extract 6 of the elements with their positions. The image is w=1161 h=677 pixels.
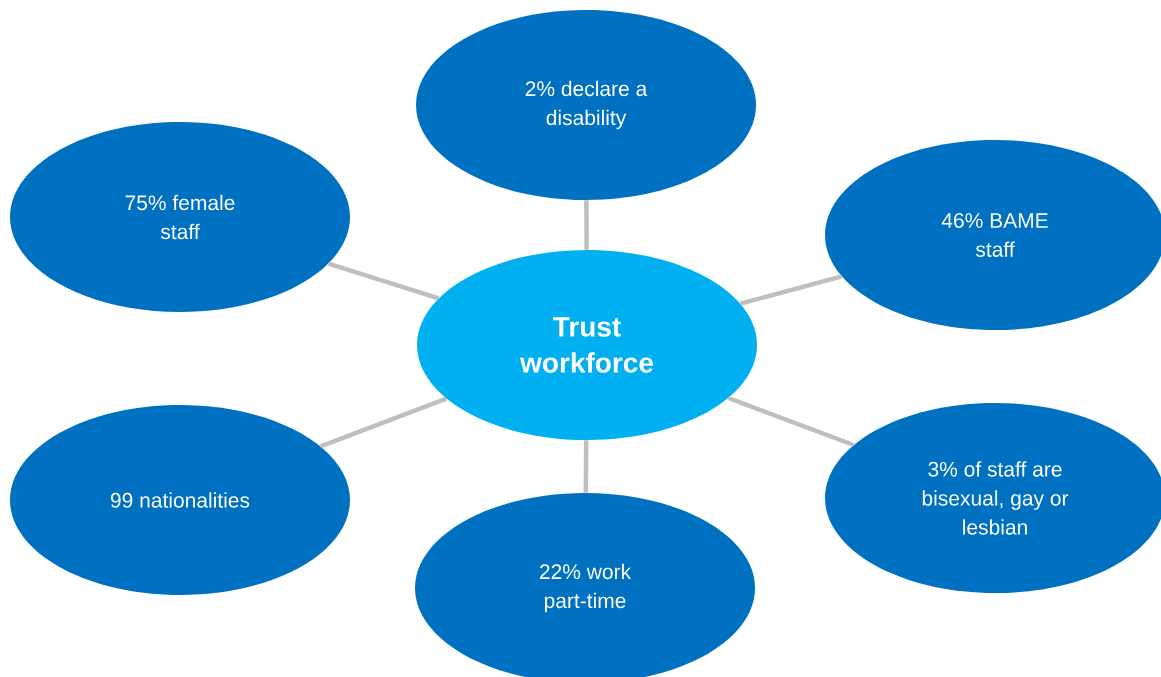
connector-line <box>584 200 589 250</box>
connector-line <box>739 274 843 306</box>
connector-line <box>583 440 589 493</box>
connector-line <box>727 395 855 448</box>
connector-line <box>327 261 440 301</box>
connector-line <box>319 396 448 449</box>
